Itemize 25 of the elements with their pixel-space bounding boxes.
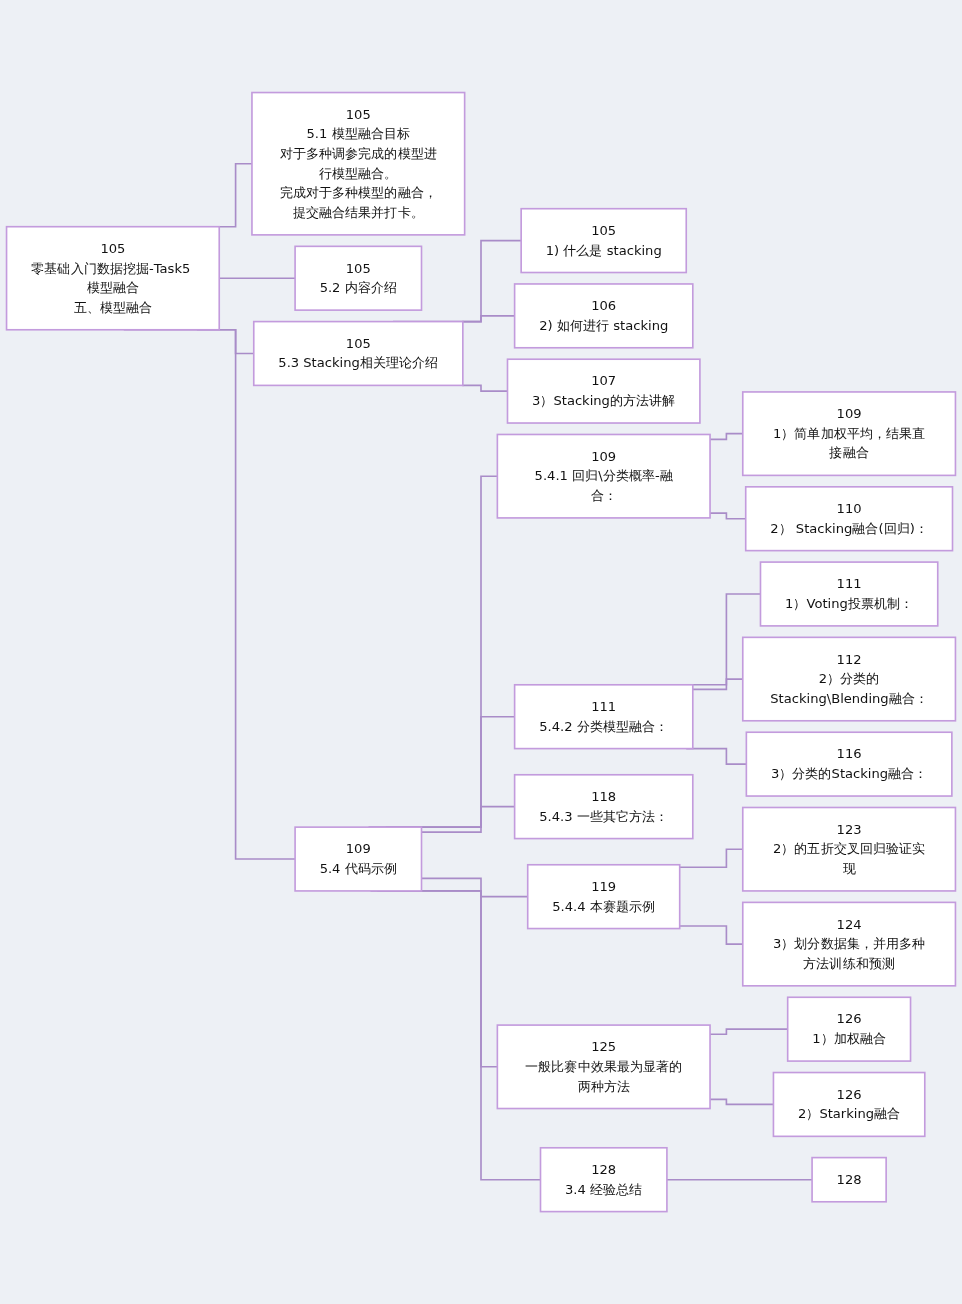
node-box: 105 5.2 内容介绍	[294, 245, 423, 311]
node-box: 112 2）分类的Stacking\Blending融合：	[741, 636, 957, 722]
node-box: 111 5.4.2 分类模型融合：	[513, 683, 694, 750]
node-box: 128 3.4 经验总结	[539, 1146, 668, 1213]
node-box: 118 5.4.3 一些其它方法：	[513, 773, 694, 840]
node-box: 105 1) 什么是 stacking	[520, 207, 688, 274]
node-box: 124 3）划分数据集，并用多种方法训练和预测	[741, 901, 957, 987]
node-box: 111 1）Voting投票机制：	[759, 561, 939, 627]
node-box: 116 3）分类的Stacking融合：	[745, 731, 953, 797]
node-box: 110 2） Stacking融合(回归)：	[744, 485, 954, 552]
node-box: 125 一般比赛中效果最为显著的两种方法	[496, 1024, 711, 1110]
node-box: 105 5.3 Stacking相关理论介绍	[252, 320, 464, 387]
node-box: 107 3）Stacking的方法讲解	[506, 358, 701, 424]
node-box: 119 5.4.4 本赛题示例	[526, 863, 681, 930]
node-box: 105 5.1 模型融合目标 对于多种调参完成的模型进行模型融合。 完成对于多种模型的融合，提交融合结果并打卡。	[251, 91, 466, 236]
node-box: 126 1）加权融合	[786, 996, 912, 1062]
connector	[666, 1178, 813, 1181]
node-box: 109 1）简单加权平均，结果直接融合	[741, 391, 957, 477]
node-box: 123 2）的五折交叉回归验证实现	[741, 806, 957, 892]
node-box: 109 5.4.1 回归\分类概率-融合：	[496, 433, 711, 519]
node-box: 105 零基础入门数据挖掘-Task5 模型融合 五、模型融合	[5, 225, 221, 331]
node-box: 128	[811, 1156, 887, 1203]
node-box: 106 2) 如何进行 stacking	[513, 283, 694, 349]
node-box: 126 2）Starking融合	[772, 1071, 926, 1138]
node-box: 109 5.4 代码示例	[294, 826, 423, 892]
